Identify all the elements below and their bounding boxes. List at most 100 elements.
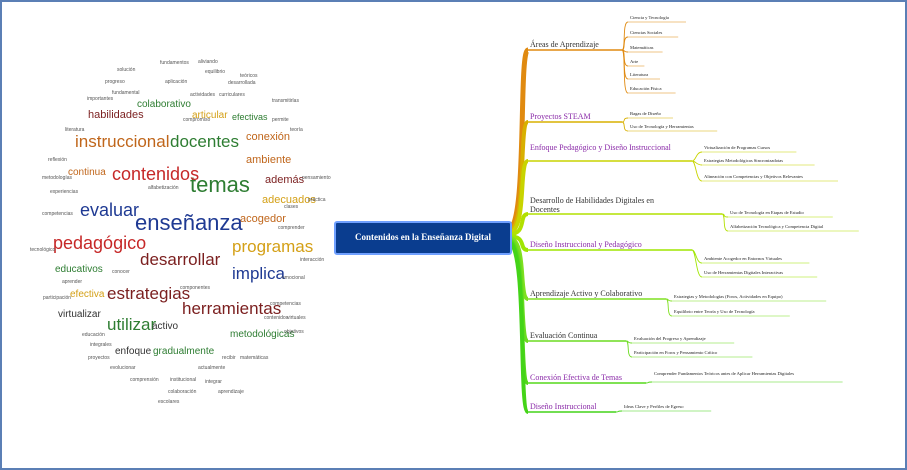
cloud-word: curriculares bbox=[219, 92, 245, 98]
sub-connector bbox=[621, 49, 629, 94]
cloud-word: competencias bbox=[42, 211, 73, 217]
cloud-word: actividades bbox=[190, 92, 216, 98]
cloud-word: continua bbox=[68, 167, 106, 178]
cloud-word: institucional bbox=[170, 377, 197, 383]
cloud-word: práctica bbox=[308, 197, 326, 203]
cloud-word: colaborativo bbox=[137, 99, 191, 110]
cloud-word: habilidades bbox=[88, 109, 144, 121]
cloud-word: solución bbox=[117, 67, 136, 73]
sub-connector bbox=[691, 249, 703, 278]
cloud-word: matemáticas bbox=[240, 355, 269, 361]
sub-connector bbox=[665, 298, 673, 317]
cloud-word: tecnológico bbox=[30, 247, 56, 253]
cloud-word: herramientas bbox=[182, 299, 282, 318]
cloud-word: estrategias bbox=[107, 284, 191, 303]
cloud-word: recibir bbox=[222, 355, 236, 361]
branch-node: Desarrollo de Habilidades Digitales en D… bbox=[530, 196, 654, 215]
sub-node: Uso de Tecnología en Etapas de Estudio bbox=[730, 210, 804, 215]
cloud-word: experiencias bbox=[50, 189, 79, 195]
cloud-word: evolucionar bbox=[110, 365, 136, 371]
mind-map: Contenidos en la Enseñanza Digital Áreas… bbox=[330, 0, 905, 466]
cloud-word: literatura bbox=[65, 127, 85, 133]
branch-connector bbox=[507, 159, 530, 235]
cloud-word: efectiva bbox=[70, 289, 105, 300]
sub-node: Literatura bbox=[630, 72, 649, 77]
cloud-word: interacción bbox=[300, 257, 325, 263]
sub-connector bbox=[621, 21, 629, 51]
branch-node: Aprendizaje Activo y Colaborativo bbox=[530, 289, 643, 298]
cloud-word: efectivas bbox=[232, 112, 268, 122]
cloud-word: objetivos bbox=[284, 329, 304, 335]
sub-connector bbox=[721, 213, 729, 232]
cloud-word: metodologías bbox=[42, 175, 73, 181]
sub-node: Evaluación del Progreso y Aprendizaje bbox=[634, 336, 706, 341]
sub-node: Educación Física bbox=[630, 86, 662, 91]
cloud-word: aprendizaje bbox=[218, 389, 244, 395]
sub-node: Comprender Fundamentos Teóricos antes de… bbox=[654, 371, 795, 376]
cloud-word: clases bbox=[284, 204, 299, 210]
sub-node: Virtualización de Programas Cursos bbox=[704, 145, 771, 150]
sub-node: Matemáticas bbox=[630, 45, 654, 50]
cloud-word: actualmente bbox=[198, 365, 226, 371]
branch-node: Enfoque Pedagógico y Diseño Instrucciona… bbox=[530, 143, 671, 152]
cloud-word: compromiso bbox=[183, 117, 211, 123]
branch-node: Evaluación Continua bbox=[530, 331, 598, 340]
cloud-word: gradualmente bbox=[153, 346, 215, 357]
cloud-word: aliviando bbox=[198, 59, 218, 65]
sub-connector bbox=[625, 340, 633, 358]
cloud-word: pedagógico bbox=[53, 233, 147, 253]
cloud-word: acogedor bbox=[240, 213, 286, 225]
branch-connector bbox=[507, 240, 530, 414]
branch-node: Áreas de Aprendizaje bbox=[530, 40, 599, 49]
cloud-word: transmitirlas bbox=[272, 98, 299, 104]
cloud-word: articular bbox=[192, 110, 228, 121]
cloud-word: virtuales bbox=[287, 315, 306, 321]
cloud-word: progreso bbox=[105, 79, 125, 85]
cloud-word: permite bbox=[272, 117, 289, 123]
sub-node: Alineación con Competencias y Objetivos … bbox=[704, 174, 803, 179]
cloud-word: metodológicas bbox=[230, 329, 295, 340]
sub-connector bbox=[621, 49, 629, 80]
cloud-word: activo bbox=[152, 321, 179, 332]
branch-connector bbox=[507, 212, 529, 237]
sub-connector bbox=[691, 151, 703, 162]
sub-connector bbox=[691, 160, 703, 182]
cloud-word: conexión bbox=[246, 131, 291, 143]
cloud-word: alfabetización bbox=[148, 185, 179, 191]
sub-node: Bagas de Diseño bbox=[630, 111, 661, 116]
cloud-word: ambiente bbox=[246, 154, 292, 166]
sub-node: Ciencia y Tecnología bbox=[630, 15, 669, 20]
sub-connector bbox=[621, 117, 629, 123]
cloud-word: reflexión bbox=[48, 157, 67, 163]
cloud-word: desarrollar bbox=[140, 250, 221, 269]
cloud-word: equilibrio bbox=[205, 69, 226, 75]
sub-node: Ambiente Acogedor en Entornos Virtuales bbox=[704, 256, 782, 261]
sub-node: Estrategias y Metodologías (Foros, Activ… bbox=[674, 294, 783, 299]
cloud-word: aprender bbox=[62, 279, 83, 285]
cloud-word: teóricos bbox=[240, 73, 258, 79]
cloud-word: utilizar bbox=[107, 315, 157, 334]
cloud-word: participación bbox=[43, 295, 72, 301]
cloud-word: pensamiento bbox=[302, 175, 331, 181]
cloud-word: comprensión bbox=[130, 377, 159, 383]
sub-node: Equilibrio entre Teoría y Uso de Tecnolo… bbox=[674, 309, 755, 314]
cloud-word: desarrollada bbox=[228, 80, 256, 86]
cloud-word: importantes bbox=[87, 96, 114, 102]
sub-connector bbox=[621, 121, 629, 132]
sub-node: Arte bbox=[630, 59, 639, 64]
sub-node: Ideas Clave y Perfiles de Egreso bbox=[624, 404, 684, 409]
cloud-word: educativos bbox=[55, 264, 103, 275]
cloud-word: educación bbox=[82, 332, 105, 338]
cloud-word: adecuados bbox=[262, 194, 316, 206]
branch-node: Diseño Instruccional bbox=[530, 402, 597, 411]
branch-node: Diseño Instruccional y Pedagógico bbox=[530, 240, 642, 249]
cloud-word: conocer bbox=[112, 269, 130, 275]
mind-map-branches bbox=[506, 21, 859, 414]
sub-node: Participación en Foros y Pensamiento Crí… bbox=[634, 350, 718, 355]
branch-node: Proyectos STEAM bbox=[530, 112, 591, 121]
sub-node: Estrategias Metodológicas Sincronizadota… bbox=[704, 158, 784, 163]
cloud-word: temas bbox=[190, 172, 250, 197]
cloud-word: competencias bbox=[270, 301, 301, 307]
cloud-word: implica bbox=[232, 264, 285, 283]
